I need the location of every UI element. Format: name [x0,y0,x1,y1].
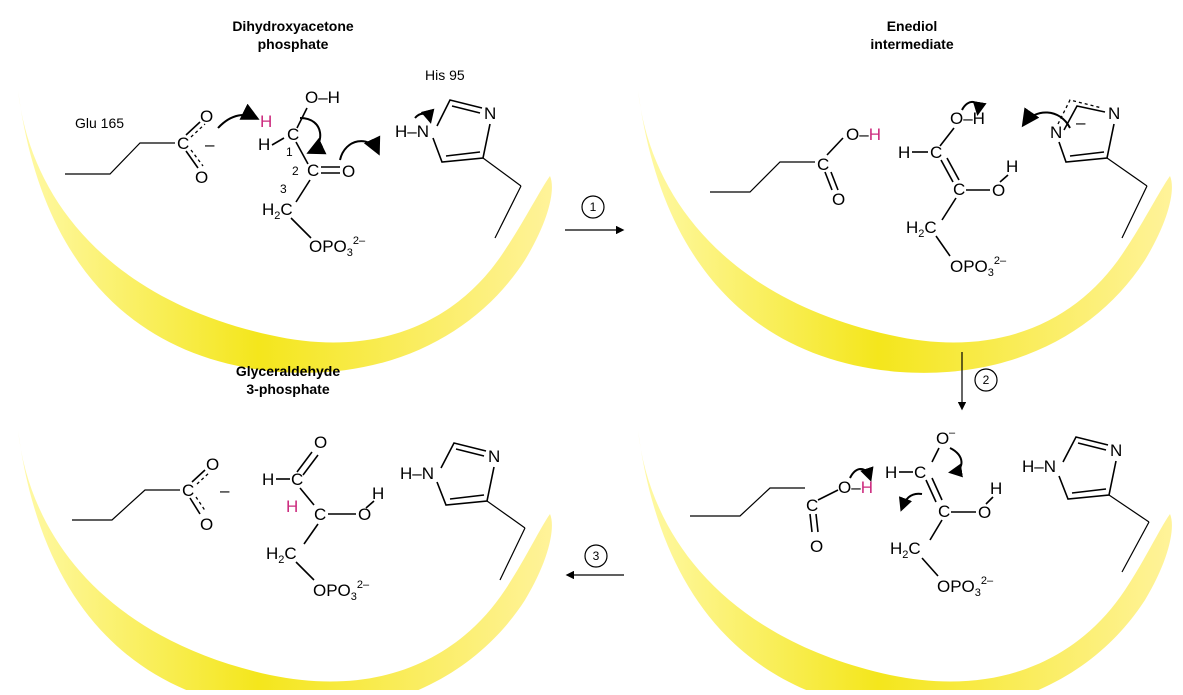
his-n: N [488,447,500,466]
enediolate-c2: C [938,502,950,521]
his-n-minus: N [1050,123,1062,142]
step-2: 2 [957,352,998,411]
enediol-title-line1: Enediol [887,18,938,34]
his-n: N [1110,441,1122,460]
enediol-c1: C [930,143,942,162]
glu-side-chain [710,161,815,193]
glu-c: C [817,155,829,174]
enediolate-charge: – [949,427,956,439]
his-hn: H–N [400,464,434,483]
panel-enediol: C O–H O O–H H C C O H H2C OPO32– N – N [638,90,1172,373]
enediol-c2: C [953,180,965,199]
panel-gap-title: Glyceraldehyde 3-phosphate [236,363,340,397]
phosphate-group: OPO32– [309,235,366,259]
panel-dhap-title: Dihydroxyacetone phosphate [232,18,354,52]
step-number-2: 2 [983,373,990,387]
panel-enediol-title: Enediol intermediate [870,18,953,52]
electron-arrow [898,492,923,512]
carboxylate-c: C [182,481,194,500]
enediolate-o: O [936,429,949,448]
phosphate-group: OPO32– [313,579,370,603]
aldehyde-h: H [262,470,274,489]
panel-proton-transfer: C O–H O O – H C C O H H2C OPO32– H–N N [638,427,1172,695]
gap-title-line2: 3-phosphate [246,381,329,397]
h-abstracted: H [260,112,272,131]
aldehyde-c: C [291,470,303,489]
step-number-3: 3 [593,549,600,563]
enediolate-hc: H [885,463,897,482]
his-hn: H–N [1022,457,1056,476]
his-label: His 95 [425,67,465,83]
dhap-title-line2: phosphate [258,36,329,52]
aldehyde-o: O [314,433,327,452]
c2-atom: C [314,505,326,524]
step-3: 3 [565,544,624,580]
step-number-1: 1 [590,200,597,214]
carboxylate-o-bottom: O [195,168,208,187]
c2-oxygen: O [342,162,355,181]
glu-o: O [810,537,823,556]
c1-atom: C [287,125,299,144]
electron-arrow [217,103,260,129]
enediolate-phosphate: OPO32– [937,575,994,599]
electron-arrow [414,108,435,124]
c2-atom: C [307,161,319,180]
c2-hydroxyl-h: H [372,484,384,503]
carbon-number-1: 1 [286,145,293,159]
carboxylate-charge: – [205,135,215,154]
electron-arrow [961,100,987,116]
enediol-oh-top: O–H [950,109,985,128]
enediol-hc: H [898,143,910,162]
his-n: N [1108,104,1120,123]
carboxylate-o-top: O [206,455,219,474]
enediolate-o2: O [978,503,991,522]
enediol-title-line2: intermediate [870,36,953,52]
dhap-title-line1: Dihydroxyacetone [232,18,354,34]
carboxylate-c: C [177,134,189,153]
panel-dhap: Glu 165 C O O – H H C O–H 1 2 C O 3 H2C … [18,67,552,373]
his-n: N [484,104,496,123]
step-1: 1 [565,195,625,235]
glu-side-chain [690,487,805,517]
c2-oxygen: O [358,505,371,524]
c1-oh: O–H [305,88,340,107]
glu-side-chain [72,489,180,521]
enediolate-h: H [990,479,1002,498]
electron-arrow [849,466,874,482]
c3-h2c: H2C [262,200,293,222]
panel-gap: C O O – O H C H C O H H2C OPO32– H–N N [18,430,552,695]
carboxylate-charge: – [220,481,230,500]
gap-title-line1: Glyceraldehyde [236,363,340,379]
his-hn: H–N [395,122,429,141]
enediol-phosphate: OPO32– [950,255,1007,279]
enediolate-c1: C [914,463,926,482]
glu-o: O [832,190,845,209]
electron-arrow [339,135,381,161]
c3-h2c: H2C [266,544,297,566]
carbon-number-3: 3 [280,182,287,196]
his-charge: – [1076,113,1086,132]
electron-arrow [1021,107,1071,129]
glu-oh: O–H [846,125,881,144]
glu-c: C [806,496,818,515]
glu-label: Glu 165 [75,115,124,131]
carbon-number-2: 2 [292,164,299,178]
transferred-h: H [286,497,298,516]
enzyme-ribbon [18,90,552,373]
carboxylate-o-top: O [200,107,213,126]
enzyme-ribbon [638,90,1172,373]
enediol-o: O [992,181,1005,200]
glu-side-chain [65,142,175,175]
electron-arrow [948,447,963,478]
carboxylate-o-bottom: O [200,515,213,534]
h-atom: H [258,135,270,154]
enediol-h: H [1006,157,1018,176]
enediolate-h2c: H2C [890,539,921,561]
enediol-h2c: H2C [906,218,937,240]
electron-arrow [299,117,327,155]
glu-oh: O–H [838,478,873,497]
